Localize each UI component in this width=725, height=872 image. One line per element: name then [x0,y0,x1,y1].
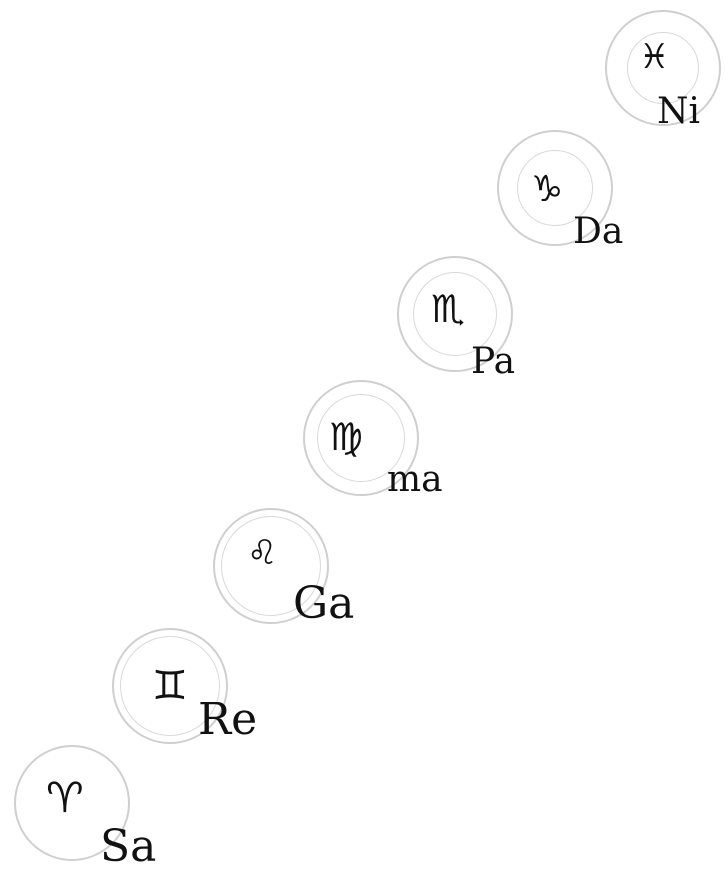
capricorn-icon: ♑ [531,169,564,210]
note-label-re: Re [198,694,258,745]
outer-ring [112,628,228,744]
outer-ring [303,380,419,496]
inner-ring [221,516,321,616]
outer-ring [497,130,613,246]
note-re[interactable]: ♊ Re [112,628,257,748]
inner-ring [413,272,497,356]
inner-ring [517,150,593,226]
note-da[interactable]: ♑ Da [497,130,623,250]
note-sa[interactable]: ♈ Sa [14,745,156,869]
note-label-ga: Ga [293,578,355,629]
note-label-ma: ma [387,459,443,500]
aries-icon: ♈ [46,773,84,822]
pisces-icon: ♓ [639,37,670,77]
inner-ring [627,32,699,104]
note-pa[interactable]: ♏ Pa [397,256,517,380]
outer-ring [397,256,513,372]
note-label-pa: Pa [471,341,516,382]
inner-ring [120,636,220,736]
note-label-ni: Ni [657,91,701,132]
scorpio-icon: ♏ [431,287,466,331]
gemini-icon: ♊ [152,663,188,709]
outer-ring [14,745,130,861]
note-label-da: Da [573,211,624,252]
note-ma[interactable]: ♍ ma [303,380,443,500]
note-ni[interactable]: ♓ Ni [605,10,725,130]
note-label-sa: Sa [100,821,157,872]
inner-ring [317,394,405,482]
outer-ring [213,508,329,624]
leo-icon: ♌ [247,533,278,573]
outer-ring [605,10,721,126]
virgo-icon: ♍ [329,415,364,459]
note-ga[interactable]: ♌ Ga [213,508,354,628]
